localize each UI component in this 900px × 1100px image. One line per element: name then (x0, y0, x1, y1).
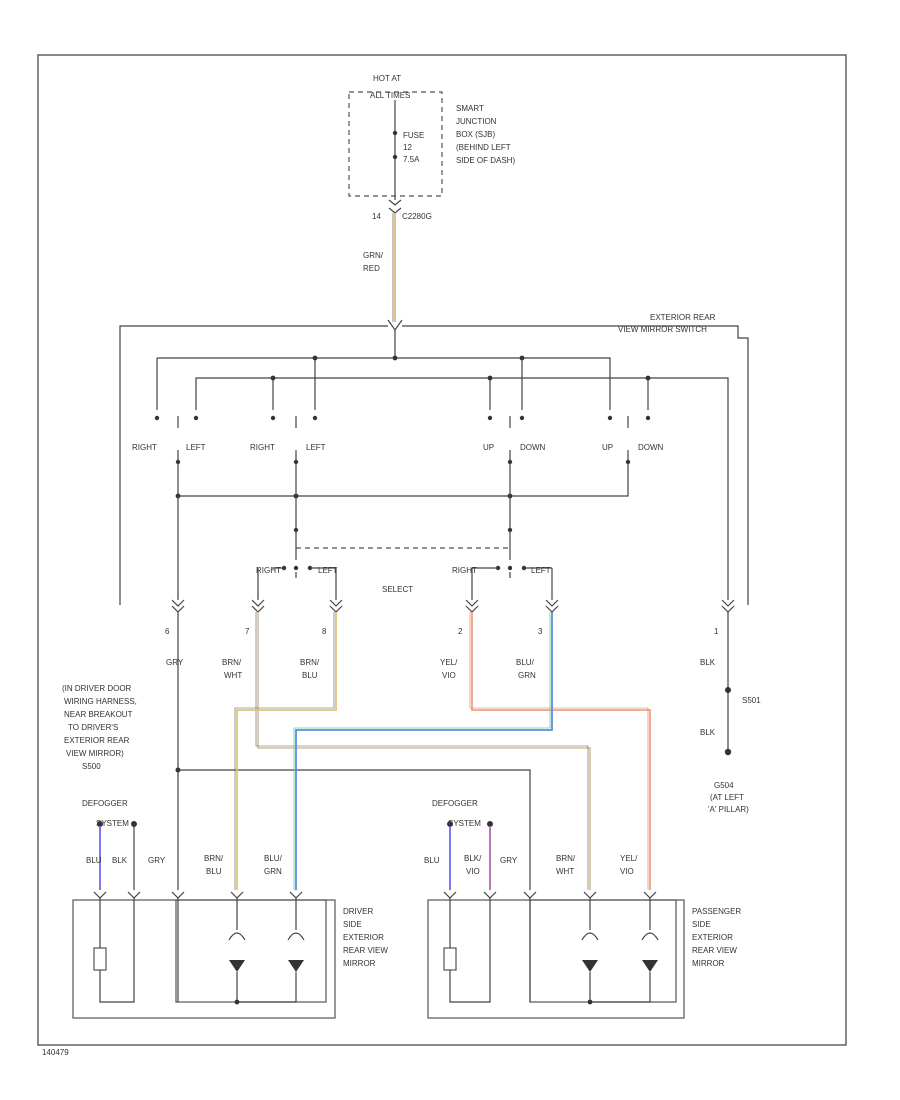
switch-left-1: LEFT (186, 443, 206, 452)
select-left-1: LEFT (318, 566, 338, 575)
sjb-label-3: BOX (SJB) (456, 130, 495, 139)
driver-defogger-label-1: DEFOGGER (82, 799, 128, 808)
driver-defogger-label-2: SYSTEM (96, 819, 129, 828)
select-right-1: RIGHT (256, 566, 281, 575)
pin-8: 8 (322, 627, 327, 636)
select-right-2: RIGHT (452, 566, 477, 575)
wire-blu-grn-label-1: BLU/ (516, 658, 535, 667)
fuse-number: 12 (403, 143, 412, 152)
passenger-defogger-label-2: SYSTEM (448, 819, 481, 828)
pin-6: 6 (165, 627, 170, 636)
pin-3: 3 (538, 627, 543, 636)
hot-at-label: HOT AT (373, 74, 401, 83)
mirror-switch: EXTERIOR REAR VIEW MIRROR SWITCH (119, 313, 749, 605)
note-line-1: (IN DRIVER DOOR (62, 684, 132, 693)
select-left-2: LEFT (531, 566, 551, 575)
driver-mirror-label-5: MIRROR (343, 959, 376, 968)
driver-mirror-label-1: DRIVER (343, 907, 373, 916)
passenger-wire-brnwht-2: WHT (556, 867, 574, 876)
ground-location-1: (AT LEFT (710, 793, 744, 802)
driver-wire-gry: GRY (148, 856, 166, 865)
driver-wire-blugrn-1: BLU/ (264, 854, 283, 863)
driver-mirror-label-4: REAR VIEW (343, 946, 388, 955)
passenger-mirror-label-5: MIRROR (692, 959, 725, 968)
wire-grn-red-label-2: RED (363, 264, 380, 273)
switch-left-2: LEFT (306, 443, 326, 452)
ground-location-2: 'A' PILLAR) (708, 805, 749, 814)
driver-wire-blk: BLK (112, 856, 128, 865)
switch-up-1: UP (483, 443, 494, 452)
wire-grn-red-label-1: GRN/ (363, 251, 384, 260)
driver-mirror-label-2: SIDE (343, 920, 362, 929)
fuse-label: FUSE (403, 131, 424, 140)
switch-down-2: DOWN (638, 443, 664, 452)
note-line-3: NEAR BREAKOUT (64, 710, 133, 719)
wire-brn-wht-label-2: WHT (224, 671, 242, 680)
passenger-mirror: DEFOGGER SYSTEM BLU BLK/ VIO GRY BRN/ WH… (424, 799, 741, 1019)
smart-junction-box: HOT AT ALL TIMES FUSE 12 7.5A SMART JUNC… (348, 74, 515, 221)
sjb-label-4: (BEHIND LEFT (456, 143, 511, 152)
wire-gry-label: GRY (166, 658, 184, 667)
splice-note: (IN DRIVER DOOR WIRING HARNESS, NEAR BRE… (62, 684, 137, 771)
splice-s501: S501 (742, 696, 761, 705)
driver-mirror: DEFOGGER SYSTEM BLU BLK GRY BRN/ BLU BLU… (72, 799, 388, 1019)
fuse-rating: 7.5A (403, 155, 420, 164)
driver-wire-brnblu-1: BRN/ (204, 854, 224, 863)
sjb-label-1: SMART (456, 104, 484, 113)
wiring: GRY BRN/ WHT BRN/ BLU YEL/ VIO BLU/ GRN … (166, 612, 761, 890)
passenger-mirror-label-3: EXTERIOR (692, 933, 733, 942)
driver-mirror-label-3: EXTERIOR (343, 933, 384, 942)
pin-2: 2 (458, 627, 463, 636)
switch-right-1: RIGHT (132, 443, 157, 452)
wire-yel-vio-label-1: YEL/ (440, 658, 458, 667)
driver-wire-brnblu-2: BLU (206, 867, 222, 876)
passenger-wire-brnwht-1: BRN/ (556, 854, 576, 863)
passenger-mirror-label-2: SIDE (692, 920, 711, 929)
switch-right-2: RIGHT (250, 443, 275, 452)
passenger-wire-blkvio-1: BLK/ (464, 854, 482, 863)
passenger-wire-blu: BLU (424, 856, 440, 865)
note-line-7: S500 (82, 762, 101, 771)
switch-up-2: UP (602, 443, 613, 452)
switch-connector-pins: 6 7 8 2 3 1 (165, 496, 735, 636)
passenger-wire-yelvio-1: YEL/ (620, 854, 638, 863)
sjb-label-2: JUNCTION (456, 117, 497, 126)
sjb-pin-label: 14 (372, 212, 381, 221)
all-times-label: ALL TIMES (370, 91, 410, 100)
wire-blk-label: BLK (700, 658, 716, 667)
pin-7: 7 (245, 627, 250, 636)
wire-blk-label-2: BLK (700, 728, 716, 737)
passenger-defogger-label-1: DEFOGGER (432, 799, 478, 808)
wire-brn-blu-label-1: BRN/ (300, 658, 320, 667)
diagram-border (37, 54, 847, 1046)
switch-title-1: EXTERIOR REAR (650, 313, 716, 322)
passenger-mirror-label-1: PASSENGER (692, 907, 741, 916)
wire-brn-wht-label-1: BRN/ (222, 658, 242, 667)
select-label: SELECT (382, 585, 413, 594)
wire-blu-grn-label-2: GRN (518, 671, 536, 680)
sjb-connector-label: C2280G (402, 212, 432, 221)
passenger-mirror-box (427, 899, 685, 1019)
passenger-mirror-label-4: REAR VIEW (692, 946, 737, 955)
note-line-6: VIEW MIRROR) (66, 749, 124, 758)
note-line-2: WIRING HARNESS, (64, 697, 137, 706)
diagram-code: 140479 (42, 1048, 69, 1057)
passenger-wire-yelvio-2: VIO (620, 867, 634, 876)
ground-g504: G504 (714, 781, 734, 790)
passenger-wire-gry: GRY (500, 856, 518, 865)
driver-wire-blu: BLU (86, 856, 102, 865)
sjb-label-5: SIDE OF DASH) (456, 156, 515, 165)
wire-yel-vio-label-2: VIO (442, 671, 456, 680)
switch-down-1: DOWN (520, 443, 546, 452)
passenger-wire-blkvio-2: VIO (466, 867, 480, 876)
note-line-5: EXTERIOR REAR (64, 736, 130, 745)
pin-1: 1 (714, 627, 719, 636)
wire-brn-blu-label-2: BLU (302, 671, 318, 680)
switch-title-2: VIEW MIRROR SWITCH (618, 325, 707, 334)
driver-wire-blugrn-2: GRN (264, 867, 282, 876)
note-line-4: TO DRIVER'S (68, 723, 118, 732)
